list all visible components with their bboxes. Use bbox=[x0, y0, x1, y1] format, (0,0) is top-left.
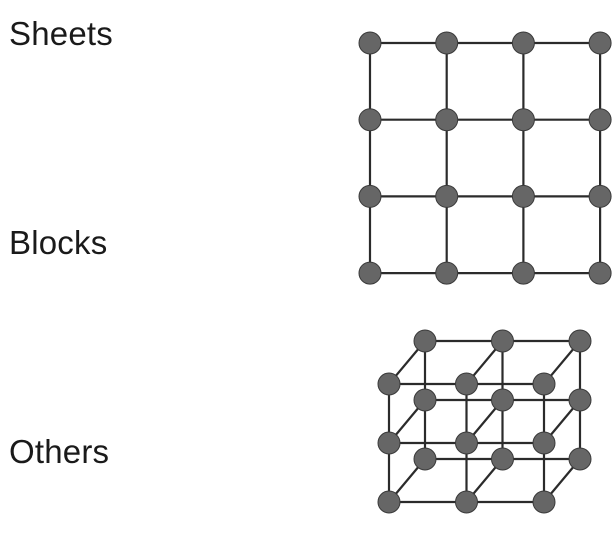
grid-node bbox=[588, 184, 612, 208]
grid-node bbox=[435, 261, 459, 285]
cube-node bbox=[568, 329, 592, 353]
cube-node bbox=[455, 431, 478, 455]
grid-2d-diagram bbox=[358, 31, 612, 285]
label-others: Others bbox=[9, 433, 110, 470]
cube-node bbox=[532, 431, 556, 455]
cube-node bbox=[377, 431, 401, 455]
grid-node bbox=[358, 108, 382, 132]
grid-node bbox=[588, 261, 612, 285]
grid-node bbox=[435, 31, 459, 55]
cube-node bbox=[491, 329, 514, 353]
cube-node bbox=[491, 447, 514, 471]
grid-node bbox=[358, 261, 382, 285]
grid-node bbox=[435, 108, 459, 132]
cube-node bbox=[413, 388, 437, 412]
grid-node bbox=[511, 261, 535, 285]
grid-node bbox=[511, 184, 535, 208]
cube-node bbox=[568, 388, 592, 412]
cube-node bbox=[413, 329, 437, 353]
grid-node bbox=[511, 108, 535, 132]
grid-node bbox=[588, 31, 612, 55]
cube-node bbox=[413, 447, 437, 471]
label-blocks: Blocks bbox=[9, 224, 108, 261]
cube-node bbox=[455, 490, 478, 514]
cube-node bbox=[455, 372, 478, 396]
grid-node bbox=[358, 184, 382, 208]
cube-node bbox=[532, 490, 556, 514]
cube-node bbox=[532, 372, 556, 396]
cube-node bbox=[377, 490, 401, 514]
label-sheets: Sheets bbox=[9, 15, 113, 52]
cube-node bbox=[377, 372, 401, 396]
grid-node bbox=[435, 184, 459, 208]
grid-node bbox=[588, 108, 612, 132]
cube-node bbox=[491, 388, 514, 412]
grid-node bbox=[358, 31, 382, 55]
cube-lattice-diagram bbox=[377, 329, 592, 514]
cube-node bbox=[568, 447, 592, 471]
grid-node bbox=[511, 31, 535, 55]
